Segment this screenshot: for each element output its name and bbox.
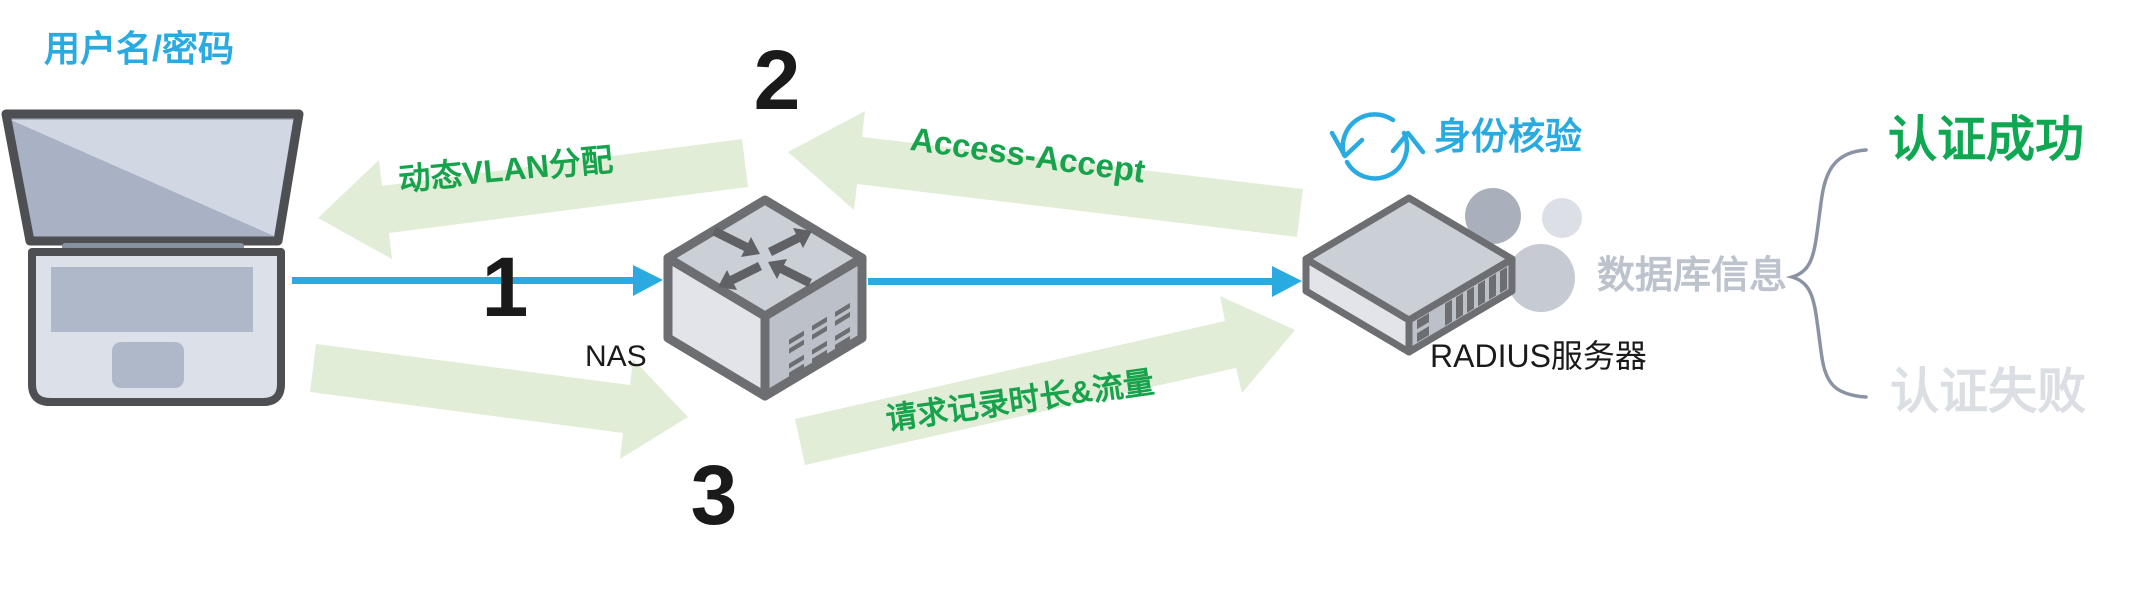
database-circle-large (1507, 244, 1575, 312)
band-arrow-accounting-left (310, 344, 688, 459)
database-circle-small-light (1542, 198, 1582, 238)
server-front-vents (1417, 267, 1507, 343)
database-icon (1465, 188, 1582, 312)
outcome-brace (1785, 148, 1868, 399)
nas-label: NAS (585, 340, 647, 373)
sync-icon (1329, 112, 1426, 181)
blue-arrow-client-to-nas (292, 265, 663, 296)
band-arrow-accounting-right (795, 296, 1295, 465)
auth-success-label: 认证成功 (1888, 113, 2085, 167)
step-1-label: 1 (481, 240, 529, 334)
radius-server-label: RADIUS服务器 (1430, 338, 1647, 374)
auth-fail-label: 认证失败 (1890, 365, 2087, 419)
database-info-label: 数据库信息 (1597, 255, 1788, 297)
identity-check-label: 身份核验 (1434, 116, 1582, 157)
nas-routing-arrows-icon (712, 227, 812, 290)
step-2-label: 2 (753, 33, 801, 127)
server-top-face (1302, 194, 1516, 324)
step-3-label: 3 (690, 448, 738, 542)
laptop-keyboard (51, 267, 253, 332)
database-circle-small-dark (1465, 188, 1521, 244)
band-arrow-dynamic-vlan (318, 139, 748, 259)
nas-device (663, 195, 867, 401)
laptop-device (1, 109, 304, 406)
band-arrow-access-accept (788, 111, 1303, 237)
laptop-screen-glare (11, 120, 293, 236)
blue-arrow-nas-to-radius (868, 266, 1302, 297)
nas-stack-glyphs (789, 302, 850, 378)
credentials-label: 用户名/密码 (44, 28, 235, 69)
laptop-trackpad (112, 342, 184, 388)
radius-server-device (1302, 194, 1516, 356)
